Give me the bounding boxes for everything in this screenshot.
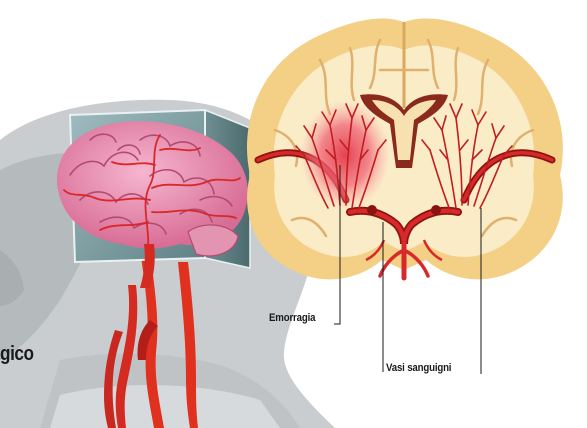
coronal-brain-section <box>247 18 563 279</box>
clipped-title-text: gico <box>0 344 34 364</box>
hemorrhage-label: Emorragia <box>269 313 315 324</box>
lateral-brain-panel <box>57 110 250 288</box>
blood-vessels-label: Vasi sanguigni <box>386 363 451 374</box>
